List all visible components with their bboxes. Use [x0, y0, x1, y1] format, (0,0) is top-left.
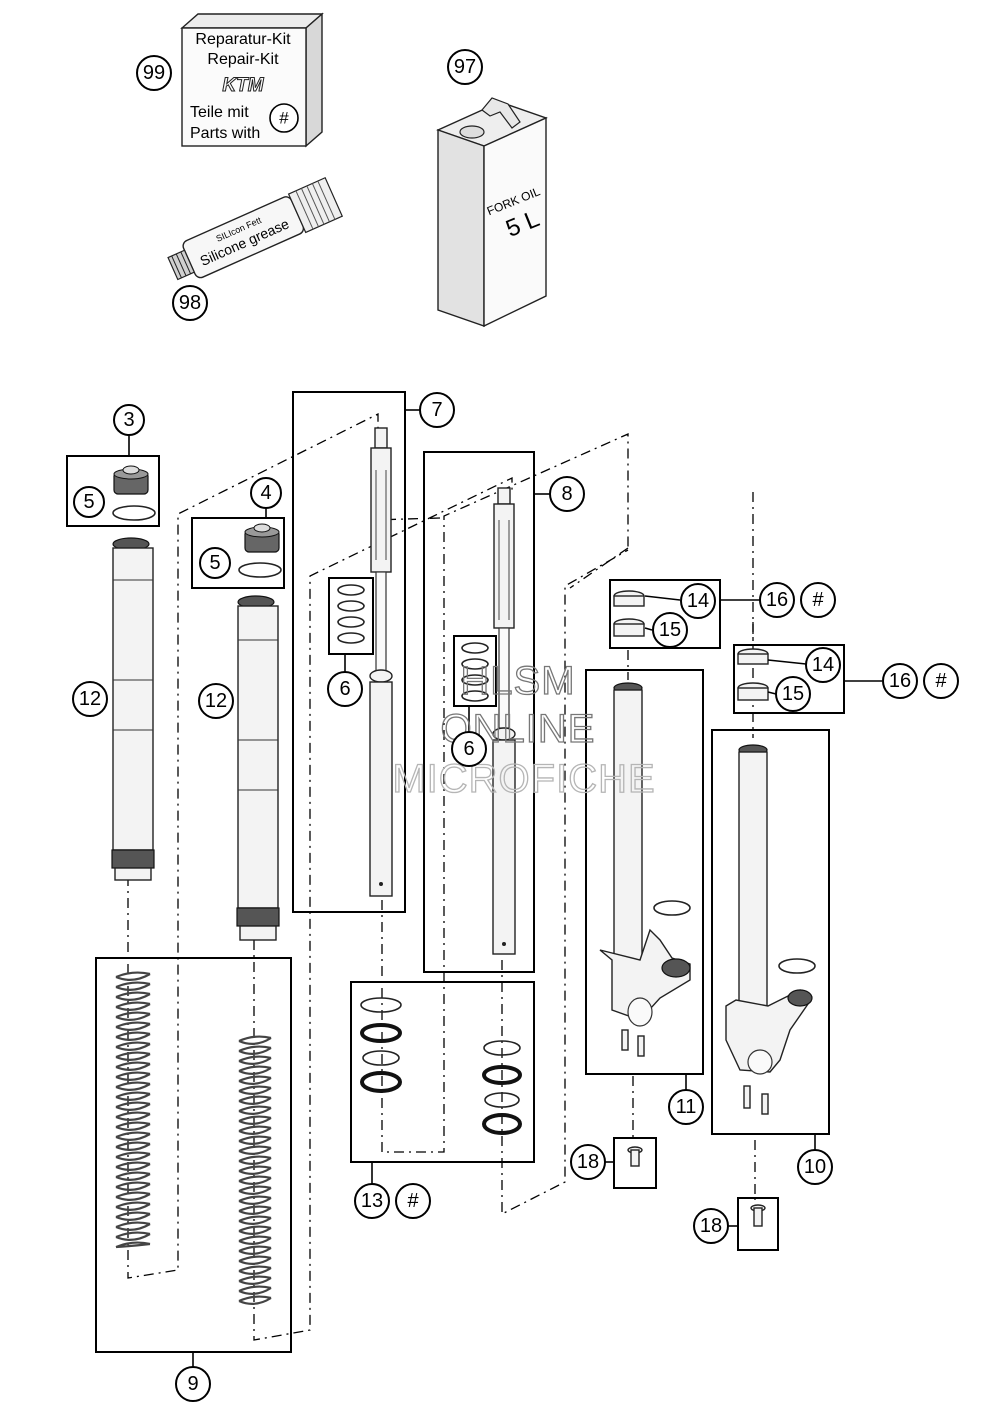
callout-5-right[interactable]: 5 — [199, 547, 231, 579]
svg-text:6: 6 — [339, 678, 350, 700]
svg-text:9: 9 — [187, 1373, 198, 1395]
callout-4[interactable]: 4 — [250, 477, 282, 509]
svg-text:18: 18 — [700, 1215, 722, 1237]
svg-text:14: 14 — [812, 654, 834, 676]
cartridge-7 — [292, 391, 406, 913]
leader-lines — [128, 409, 882, 1368]
callout-5-left[interactable]: 5 — [73, 486, 105, 518]
svg-text:7: 7 — [431, 399, 442, 421]
callout-9[interactable]: 9 — [175, 1366, 211, 1402]
svg-text:15: 15 — [659, 619, 681, 641]
watermark-line3: MICROFICHE — [392, 757, 655, 801]
callout-18-a[interactable]: 18 — [570, 1144, 606, 1180]
repair-kit-line3: Teile mit — [190, 104, 249, 121]
o-ring — [238, 562, 282, 578]
svg-text:15: 15 — [782, 683, 804, 705]
spring-right — [238, 1035, 272, 1305]
callout-16-b[interactable]: 16 — [882, 663, 918, 699]
repair-kit-box: Reparatur-Kit Repair-Kit KTM Teile mit P… — [180, 12, 324, 148]
svg-text:97: 97 — [454, 56, 476, 78]
svg-text:#: # — [935, 670, 947, 692]
repair-kit-line1: Reparatur-Kit — [195, 31, 291, 48]
callout-16-b-hash[interactable]: # — [923, 663, 959, 699]
callout-99[interactable]: 99 — [136, 55, 172, 91]
cartridge-8 — [423, 451, 535, 973]
repair-kit-line4: Parts with — [190, 125, 260, 142]
callout-6-right[interactable]: 6 — [451, 731, 487, 767]
callout-13-hash[interactable]: # — [395, 1183, 431, 1219]
o-ring — [112, 505, 156, 521]
bushing-group-b — [733, 644, 845, 714]
svg-text:12: 12 — [205, 690, 227, 712]
callouts: 99 97 98 3 5 4 5 7 8 6 6 12 12 14 15 16 … — [72, 49, 959, 1402]
svg-text:14: 14 — [687, 590, 709, 612]
svg-text:98: 98 — [179, 292, 201, 314]
callout-14-b[interactable]: 14 — [805, 647, 841, 683]
fork-cap-group-left — [66, 455, 160, 527]
svg-text:5: 5 — [83, 491, 94, 513]
svg-text:13: 13 — [361, 1190, 383, 1212]
svg-text:10: 10 — [804, 1156, 826, 1178]
spring-coil — [238, 1035, 272, 1305]
callout-6-left[interactable]: 6 — [327, 671, 363, 707]
svg-text:8: 8 — [561, 483, 572, 505]
svg-text:16: 16 — [766, 589, 788, 611]
callout-16-a[interactable]: 16 — [759, 582, 795, 618]
fork-oil-can: FORK OIL 5 L — [436, 97, 548, 328]
outer-tube-right — [236, 595, 280, 941]
callout-8[interactable]: 8 — [549, 476, 585, 512]
inner-tube-11 — [585, 669, 704, 1075]
svg-text:5: 5 — [209, 552, 220, 574]
svg-text:4: 4 — [260, 482, 271, 504]
callout-13[interactable]: 13 — [354, 1183, 390, 1219]
callout-7[interactable]: 7 — [419, 392, 455, 428]
callout-97[interactable]: 97 — [447, 49, 483, 85]
callout-98[interactable]: 98 — [172, 285, 208, 321]
callout-18-b[interactable]: 18 — [693, 1208, 729, 1244]
callout-12-left[interactable]: 12 — [72, 681, 108, 717]
callout-12-right[interactable]: 12 — [198, 683, 234, 719]
watermark-line1: HLSM — [460, 659, 575, 703]
callout-10[interactable]: 10 — [797, 1149, 833, 1185]
outer-tube-left — [111, 537, 155, 881]
callout-3[interactable]: 3 — [113, 404, 145, 436]
svg-text:6: 6 — [463, 738, 474, 760]
svg-text:18: 18 — [577, 1151, 599, 1173]
callout-15-b[interactable]: 15 — [775, 676, 811, 712]
bushing-group-a — [609, 579, 721, 649]
spring-coil — [115, 971, 151, 1249]
svg-text:11: 11 — [676, 1096, 697, 1118]
bolt-box-b — [737, 1197, 779, 1251]
svg-text:3: 3 — [123, 409, 134, 431]
ktm-logo: KTM — [222, 75, 264, 96]
bolt-box-a — [613, 1137, 657, 1189]
svg-text:16: 16 — [889, 670, 911, 692]
callout-16-a-hash[interactable]: # — [800, 582, 836, 618]
callout-15-a[interactable]: 15 — [652, 612, 688, 648]
silicone-grease-tube: SILIcon Fett Silicone grease — [167, 176, 344, 281]
springs-group-9 — [95, 957, 292, 1353]
hash-symbol: # — [279, 109, 289, 128]
repair-kit-line2: Repair-Kit — [207, 51, 279, 68]
svg-text:#: # — [407, 1190, 419, 1212]
inner-tube-10 — [711, 729, 830, 1135]
spring-left — [115, 971, 151, 1249]
svg-text:99: 99 — [143, 62, 165, 84]
hash-symbol-circle — [269, 103, 299, 133]
seal-kit-13 — [350, 981, 535, 1163]
callout-14-a[interactable]: 14 — [680, 583, 716, 619]
svg-text:#: # — [812, 589, 824, 611]
watermark: HLSM ONLINE MICROFICHE — [392, 658, 656, 801]
callout-11[interactable]: 11 — [668, 1089, 704, 1125]
fork-cap-group-right — [191, 517, 285, 589]
svg-text:12: 12 — [79, 688, 101, 710]
